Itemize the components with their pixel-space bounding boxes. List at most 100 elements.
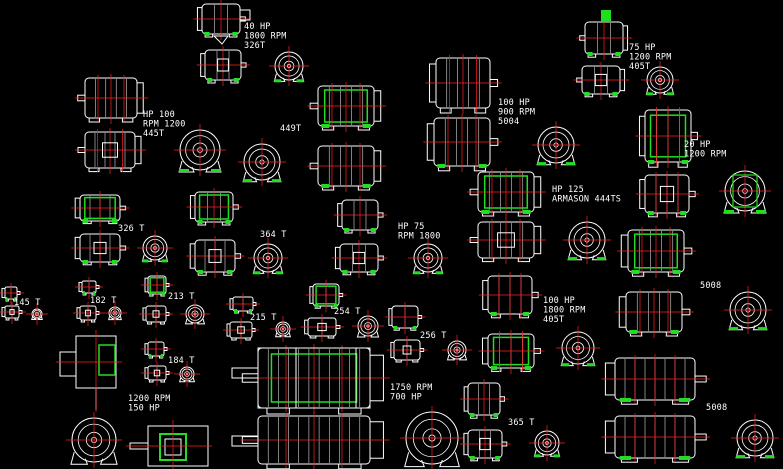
label-t256-line-0: 256 T: [420, 331, 447, 341]
motor-326t-top: [71, 230, 130, 268]
motor-150hp-top: [126, 420, 212, 469]
label-hp100_900-line-1: 900 RPM: [498, 108, 535, 118]
label-t215: 215 T: [250, 313, 277, 323]
label-hp100_1200-line-1: RPM 1200: [143, 120, 186, 130]
motor-365t-end: [529, 425, 565, 461]
label-t213: 213 T: [168, 292, 195, 302]
label-hp20-line-0: 20 HP: [684, 140, 711, 150]
motor-40hp-end: [269, 46, 309, 86]
label-t254: 254 T: [334, 307, 361, 317]
label-t449: 449T: [280, 124, 301, 134]
label-hp75_1800-line-1: RPM 1800: [398, 232, 441, 242]
motor-100hp-900-side: [425, 54, 502, 114]
label-hp100_1200-line-0: HP 100: [143, 110, 175, 120]
motor-254t-top: [300, 314, 344, 342]
motor-213t-top: [139, 302, 173, 328]
motor-182t-end: [103, 301, 127, 325]
label-hp40-line-0: 40 HP: [244, 22, 271, 32]
motor-100hp-1200-side: [74, 74, 149, 124]
label-hp20-line-1: 1200 RPM: [684, 150, 727, 160]
motor-150hp-vertical: [56, 330, 122, 412]
motor-145t-side: [0, 283, 24, 305]
label-hp150-line-1: 150 HP: [128, 404, 160, 414]
motor-75hp-1800-top: [331, 240, 388, 278]
label-s5008a-line-0: 5008: [700, 281, 721, 291]
motor-100hp-1200-top: [75, 128, 146, 174]
motor-145t-end: [26, 303, 48, 325]
motor-184t-top: [141, 362, 173, 386]
motor-364t-end: [248, 238, 288, 278]
motor-700hp-top: [240, 412, 390, 469]
motor-256t-top: [386, 336, 428, 366]
label-t145-line-0: 145 T: [14, 298, 41, 308]
motor-75hp-1800-side: [333, 196, 388, 236]
label-hp125-line-1: ARMASON 444TS: [552, 195, 621, 205]
motor-75hp-end: [641, 61, 679, 99]
label-t326-line-0: 326 T: [118, 224, 145, 234]
motor-125hp-side: [467, 168, 546, 218]
label-s5008b: 5008: [706, 403, 727, 413]
label-t326: 326 T: [118, 224, 145, 234]
label-t364: 364 T: [260, 230, 286, 240]
motor-100hp-900-end: [532, 121, 580, 169]
label-hp100_1800-line-1: 1800 RPM: [543, 306, 586, 316]
label-hp100_1200-line-2: 445T: [143, 129, 164, 139]
motor-100hp-1200-end: [174, 124, 226, 176]
motor-700hp-side: [240, 344, 390, 415]
label-t184: 184 T: [168, 356, 195, 366]
motor-5008b-end: [731, 414, 779, 462]
motor-145t-top: [0, 302, 26, 324]
motor-75hp-top: [573, 62, 630, 100]
motor-40hp-top: [196, 46, 251, 86]
motor-5008b-top: [601, 412, 711, 464]
motor-100hp-1800-end: [556, 326, 600, 370]
motor-364t-top: [186, 236, 245, 278]
motor-215t-side: [226, 293, 260, 317]
label-hp100_1800-line-0: 100 HP: [543, 296, 575, 306]
motor-100hp-900-top: [423, 114, 502, 172]
motor-215t-top: [223, 318, 260, 344]
motor-700hp-end: [400, 406, 464, 469]
label-t213-line-0: 213 T: [168, 292, 195, 302]
motor-364t-side: [186, 188, 243, 228]
label-hp75_1200-line-2: 405T: [629, 62, 650, 72]
motor-449t-end: [238, 138, 286, 186]
motor-449t-top: [307, 142, 386, 192]
motor-182t-side: [75, 277, 103, 299]
motor-184t-end: [174, 361, 200, 387]
label-hp125-line-0: HP 125: [552, 185, 584, 195]
label-hp100_900-line-2: 5004: [498, 117, 519, 127]
label-t215-line-0: 215 T: [250, 313, 277, 323]
label-hp700-line-1: 700 HP: [390, 393, 422, 403]
motor-326t-end: [137, 230, 173, 266]
motor-326t-side: [71, 191, 130, 227]
motor-213t-side: [141, 272, 173, 300]
label-t449-line-0: 449T: [280, 124, 301, 134]
motor-365t-side: [460, 379, 509, 421]
motor-100hp-1800-side: [478, 272, 543, 320]
motor-20hp-top: [635, 171, 700, 219]
motor-100hp-1800-top: [478, 330, 545, 374]
motor-254t-side: [305, 280, 347, 312]
label-s5008a: 5008: [700, 281, 721, 291]
motor-5008a-side: [617, 226, 696, 278]
motor-75hp-side: [576, 18, 633, 60]
motor-5008a-top: [615, 288, 694, 338]
motor-215t-end: [270, 316, 296, 342]
label-hp100_900-line-0: 100 HP: [498, 98, 530, 108]
motor-75hp-1800-end: [408, 238, 448, 278]
label-t184-line-0: 184 T: [168, 356, 195, 366]
label-hp150-line-0: 1200 RPM: [128, 394, 171, 404]
label-t182: 182 T: [90, 296, 116, 306]
label-t254-line-0: 254 T: [334, 307, 361, 317]
